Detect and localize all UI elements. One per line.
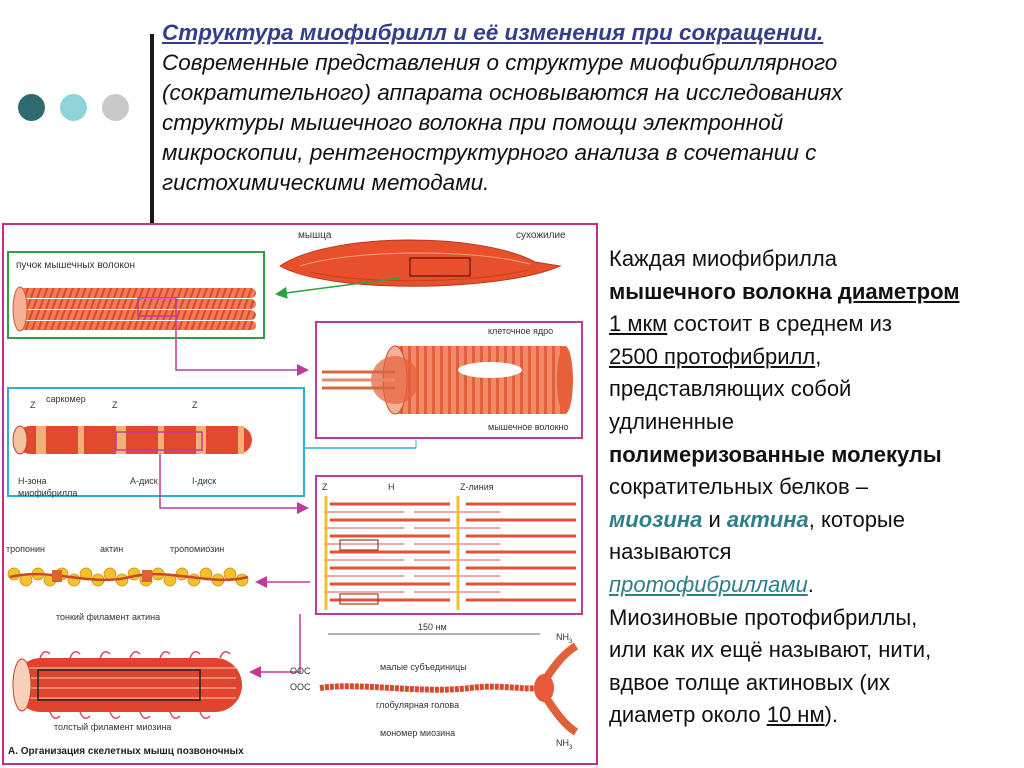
- text-run: .: [807, 571, 814, 597]
- text-line: протофибриллами.: [609, 569, 1019, 602]
- protofibrils-link[interactable]: протофибриллами: [609, 571, 808, 597]
- myofibril-panel: Z саркомер Z Z Н-зона миофибрилла А-диск…: [7, 387, 417, 498]
- figure-svg: мышца сухожилие пучок мышечных волокон к…: [2, 223, 598, 765]
- label-thin-filament: тонкий филамент актина: [56, 612, 160, 622]
- intro-line-4: микроскопии, рентгеноструктурного анализ…: [162, 140, 817, 165]
- label-nh3-bottom: NH3: [556, 738, 573, 751]
- nh3-text: NH: [556, 738, 569, 748]
- label-z-3: Z: [192, 400, 198, 410]
- text-line: полимеризованные молекулы: [609, 441, 942, 467]
- label-thick-filament: толстый филамент миозина: [54, 722, 171, 732]
- label-h: H: [388, 482, 395, 492]
- label-z-1: Z: [30, 400, 36, 410]
- label-myosin-monomer: мономер миозина: [380, 728, 455, 738]
- label-h-zone: Н-зона: [18, 476, 47, 486]
- label-tropomyosin: тропомиозин: [170, 544, 224, 554]
- label-i-disk: I-диск: [192, 476, 216, 486]
- thin-filament: тропонин актин тропомиозин тонкий филаме…: [6, 544, 310, 622]
- dot-light: [60, 94, 87, 121]
- text-run: ).: [824, 702, 839, 728]
- figure-caption: А. Организация скелетных мышц позвоночны…: [8, 746, 244, 757]
- sarcomere-panel: Z H Z-линия: [159, 454, 583, 615]
- label-fiber: мышечное волокно: [488, 422, 569, 432]
- label-tendon: сухожилие: [516, 230, 566, 241]
- dot-dark: [18, 94, 45, 121]
- text-line: 1 мкм состоит в среднем из: [609, 308, 1019, 341]
- text-line: Миозиновые протофибриллы,: [609, 604, 918, 630]
- text-run: 10 нм: [766, 702, 825, 728]
- text-line: миозина и актина, которые: [609, 504, 1019, 537]
- muscle-structure-figure: мышца сухожилие пучок мышечных волокон к…: [0, 222, 600, 768]
- text-run: 1 мкм: [609, 311, 668, 337]
- label-z-2: Z: [112, 400, 118, 410]
- text-run: , которые: [808, 506, 905, 532]
- keyword-actin: актина: [726, 506, 809, 532]
- label-troponin: тропонин: [6, 544, 45, 554]
- label-nh3-top: NH3: [556, 632, 573, 645]
- text-line: мышечного волокна диаметром: [609, 276, 1019, 309]
- label-ooc-2: OOC: [290, 682, 311, 692]
- label-actin: актин: [100, 544, 123, 554]
- text-line: представляющих собой: [609, 376, 852, 402]
- myosin-monomer: 150 нм NH3 малые субъединицы OOC OOC гло…: [290, 622, 579, 751]
- intro-line-3: структуры мышечного волокна при помощи э…: [162, 110, 784, 135]
- text-run: ,: [815, 343, 822, 369]
- text-run: 2500 протофибрилл: [609, 343, 816, 369]
- figure-frame: [2, 223, 598, 765]
- page-title: Структура миофибрилл и её изменения при …: [162, 20, 824, 45]
- text-line: сократительных белков –: [609, 474, 869, 500]
- label-z-line: Z-линия: [460, 482, 494, 492]
- bundle-panel: пучок мышечных волокон: [7, 251, 401, 339]
- nh3-sub: 3: [569, 745, 573, 751]
- keyword-myosin: миозина: [609, 506, 703, 532]
- label-nucleus: клеточное ядро: [488, 326, 553, 336]
- text-line: диаметр около 10 нм).: [609, 699, 1019, 732]
- title-accent-bar: [150, 34, 154, 224]
- nh3-sub: 3: [569, 639, 573, 645]
- intro-line-5: гистохимическими методами.: [162, 170, 490, 195]
- text-line: или как их ещё называют, нити,: [609, 637, 932, 663]
- label-globular-head: глобулярная голова: [376, 700, 459, 710]
- text-line: Каждая миофибрилла: [609, 246, 837, 271]
- label-z-4: Z: [322, 482, 328, 492]
- decorative-dots: [18, 94, 129, 121]
- label-bundle: пучок мышечных волокон: [16, 260, 135, 271]
- fiber-panel: клеточное ядро мышечное волокно: [175, 316, 583, 439]
- dot-grey: [102, 94, 129, 121]
- text-run: мышечного волокна: [609, 278, 838, 304]
- text-line: 2500 протофибрилл,: [609, 341, 1019, 374]
- label-muscle: мышца: [298, 230, 332, 241]
- label-a-disk: А-диск: [130, 476, 158, 486]
- label-150nm: 150 нм: [418, 622, 447, 632]
- label-ooc-1: OOC: [290, 666, 311, 676]
- text-line: вдвое толще актиновых (их: [609, 669, 891, 695]
- muscle-illustration: мышца сухожилие: [279, 230, 566, 287]
- header-block: Структура миофибрилл и её изменения при …: [162, 18, 1024, 198]
- body-paragraph: Каждая миофибрилла мышечного волокна диа…: [609, 243, 1019, 732]
- text-line: удлиненные: [609, 408, 734, 434]
- intro-line-1: Современные представления о структуре ми…: [162, 50, 838, 75]
- thick-filament: толстый филамент миозина: [12, 614, 301, 732]
- label-sarcomere: саркомер: [46, 394, 86, 404]
- label-small-subunits: малые субъединицы: [380, 662, 467, 672]
- label-myofibril: миофибрилла: [18, 488, 77, 498]
- text-run: состоит в среднем из: [667, 311, 892, 337]
- nh3-text: NH: [556, 632, 569, 642]
- text-line: называются: [609, 539, 732, 565]
- text-run: диаметром: [837, 278, 960, 304]
- intro-line-2: (сократительного) аппарата основываются …: [162, 80, 843, 105]
- text-run: и: [702, 506, 727, 532]
- text-run: диаметр около: [609, 702, 767, 728]
